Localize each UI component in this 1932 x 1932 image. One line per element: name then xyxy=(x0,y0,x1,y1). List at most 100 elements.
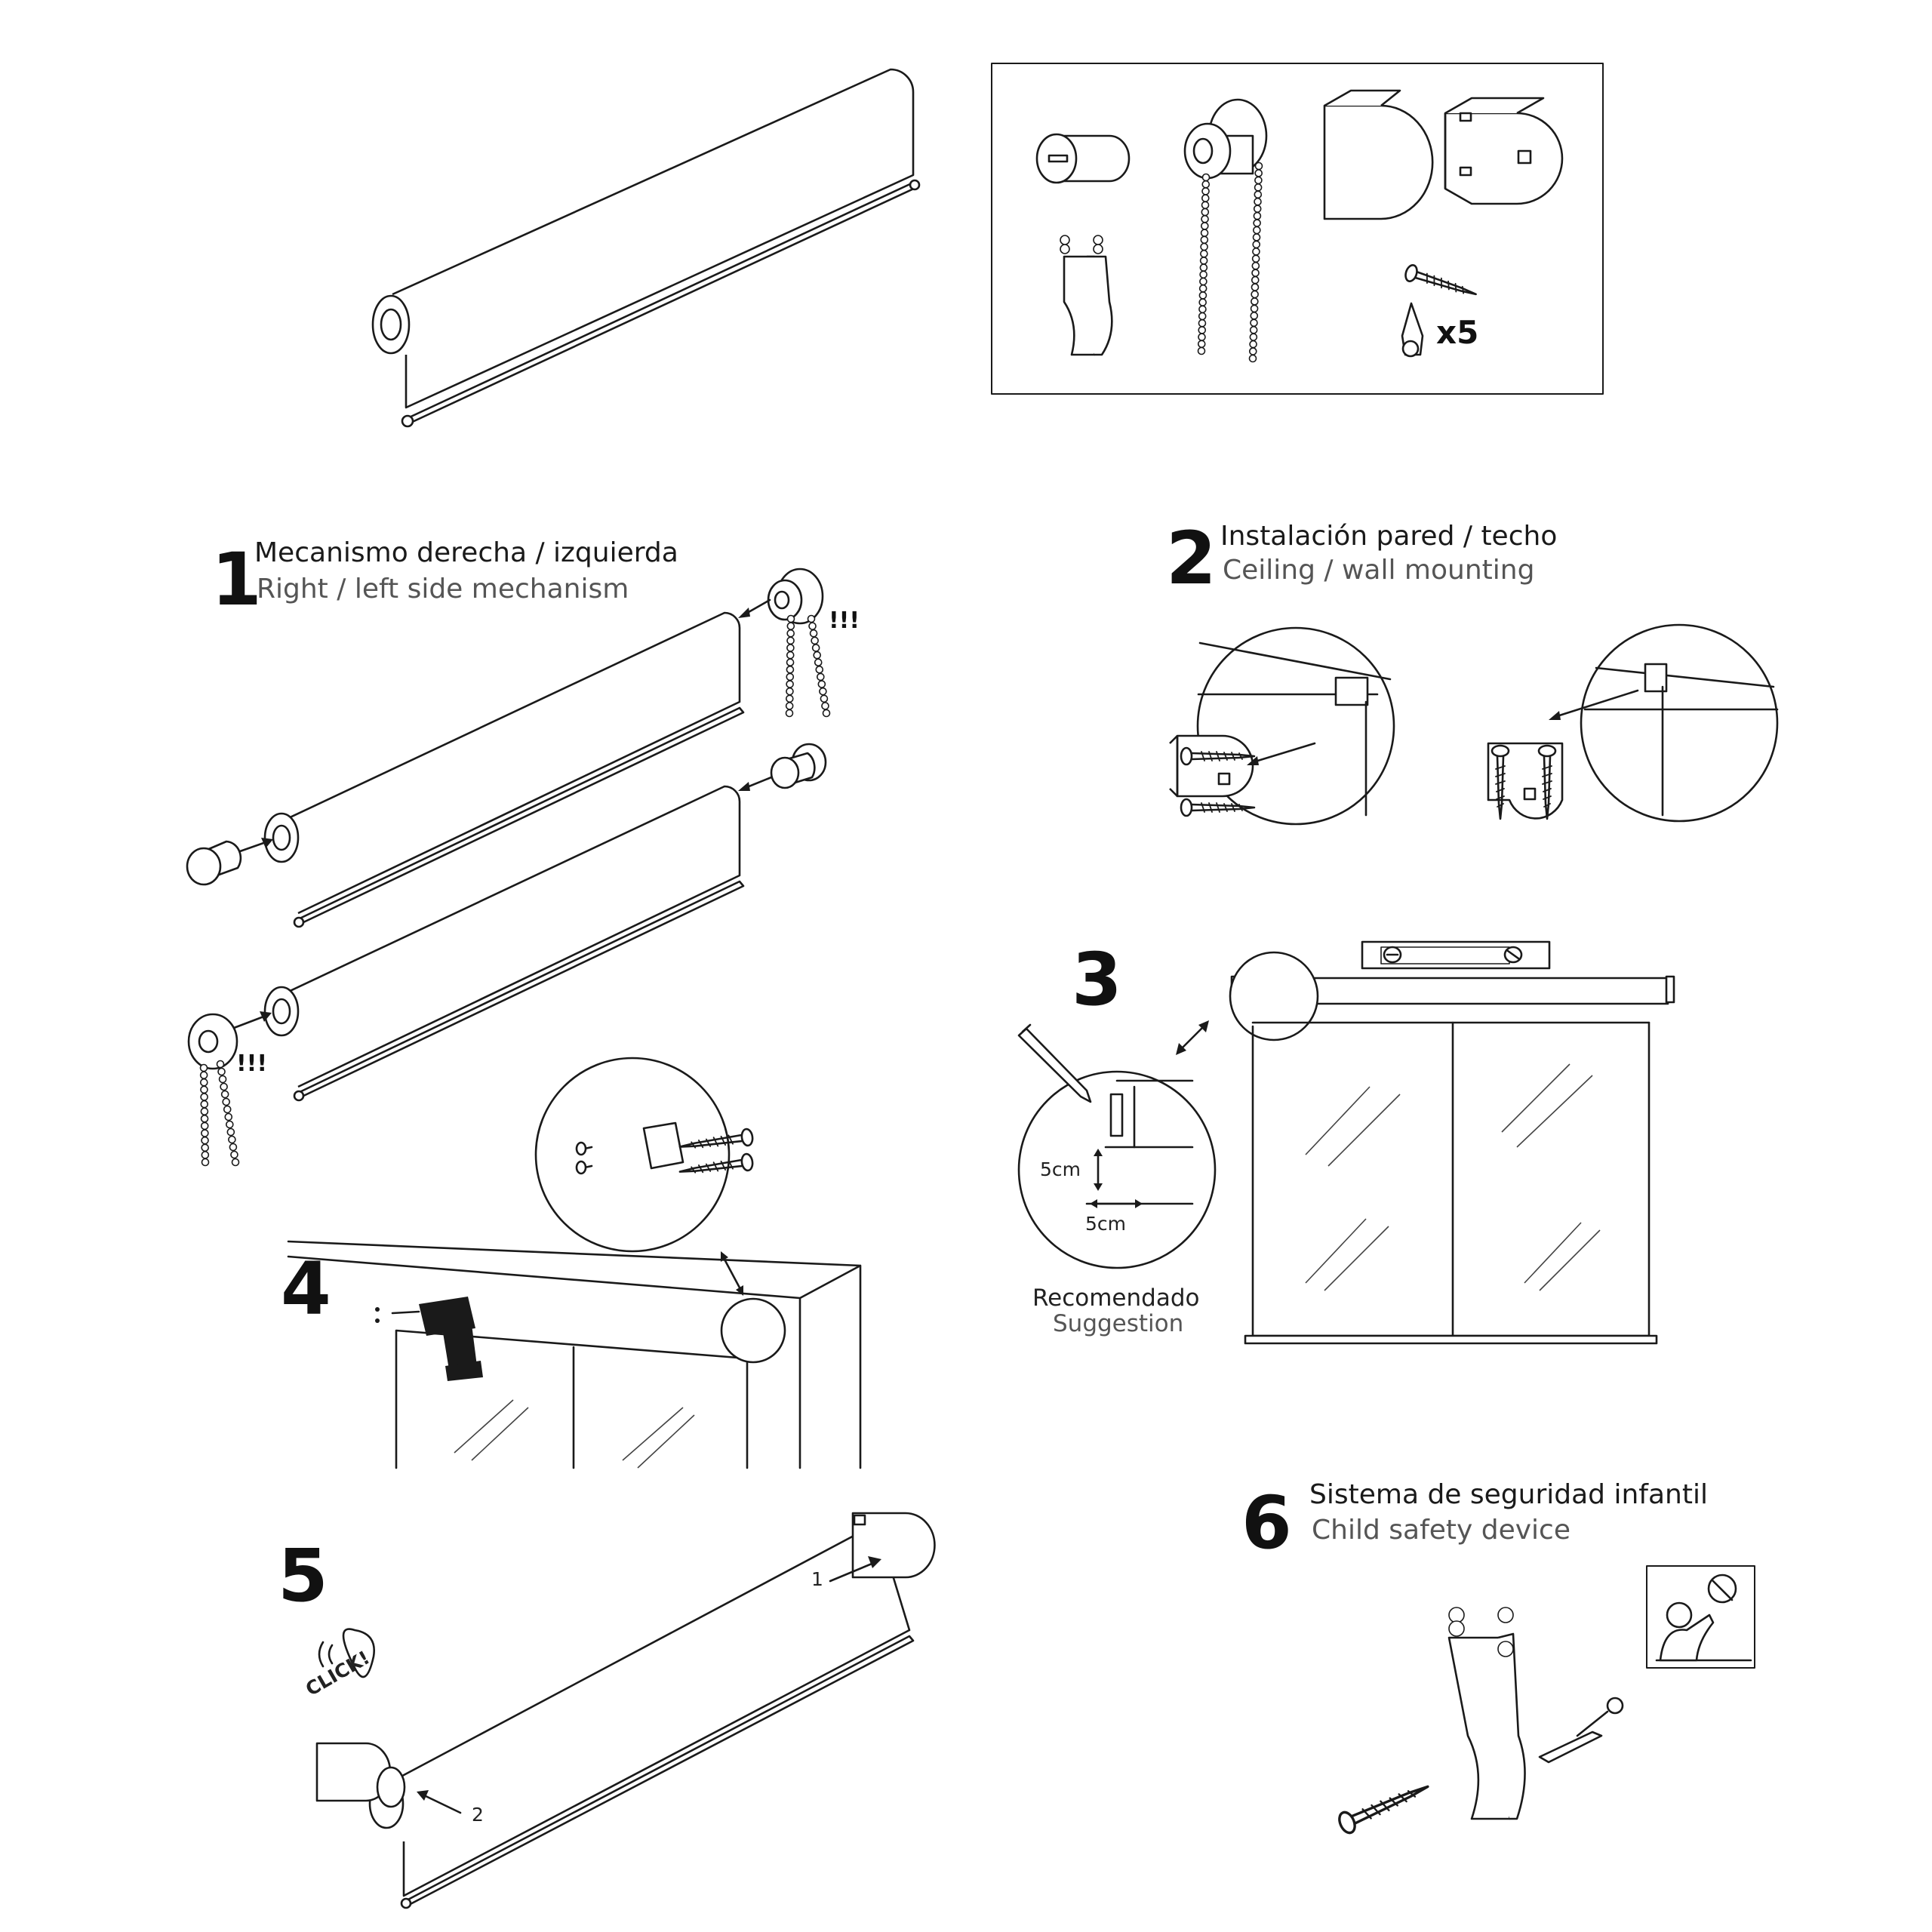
chain-bead xyxy=(822,709,831,718)
step-5-number: 5 xyxy=(278,1534,328,1618)
chain-bead xyxy=(1250,312,1259,320)
chain-bead xyxy=(226,1128,235,1137)
chain-bead xyxy=(1254,197,1262,206)
chain-bead xyxy=(809,629,818,638)
chain-bead xyxy=(200,1107,209,1115)
chain-bead xyxy=(819,687,827,696)
chain-bead xyxy=(1199,270,1208,279)
chain-bead xyxy=(1198,291,1208,300)
chain-bead xyxy=(786,680,794,688)
chain-bead xyxy=(786,651,795,660)
step-6-title-en: Child safety device xyxy=(1312,1515,1571,1546)
step-6-title-es: Sistema de seguridad infantil xyxy=(1309,1479,1708,1510)
chain-bead xyxy=(811,644,820,652)
chain-bead xyxy=(786,636,795,645)
chain-bead xyxy=(1200,235,1209,245)
chain-bead xyxy=(226,1120,234,1129)
chain-bead xyxy=(201,1136,209,1145)
chain-bead xyxy=(1250,318,1258,328)
screw-quantity-label: x5 xyxy=(1436,314,1479,351)
chain-bead xyxy=(1197,346,1206,355)
recommended-label: Recomendado xyxy=(1032,1284,1200,1312)
chain-bead xyxy=(228,1135,236,1144)
chain-bead xyxy=(229,1143,238,1152)
chain-bead xyxy=(815,666,824,674)
chain-bead xyxy=(1251,275,1260,285)
chain-bead xyxy=(224,1112,233,1121)
step-6-illustration xyxy=(1335,1565,1755,1837)
measure-horizontal-label: 5cm xyxy=(1085,1213,1127,1235)
roller-blind-overview xyxy=(371,68,921,428)
chain-bead xyxy=(811,636,819,645)
step-1-number: 1 xyxy=(211,537,262,622)
chain-bead xyxy=(220,1090,229,1099)
chain-bead xyxy=(821,702,829,710)
chain-bead xyxy=(786,622,795,630)
chain-bead xyxy=(200,1121,209,1131)
chain-bead xyxy=(1253,205,1262,213)
chain-bead xyxy=(786,687,794,696)
chain-bead xyxy=(201,1151,210,1159)
chain-bead xyxy=(786,629,795,638)
chain-bead xyxy=(1198,305,1207,314)
chain-bead xyxy=(1252,240,1261,249)
chain-bead xyxy=(1252,248,1260,256)
warning-mark-bottom: !!! xyxy=(236,1051,268,1077)
chain-bead xyxy=(785,702,794,710)
chain-bead xyxy=(1201,201,1210,210)
chain-bead xyxy=(786,614,795,623)
chain-bead xyxy=(786,694,794,703)
step-2-title-es: Instalación pared / techo xyxy=(1220,521,1558,552)
chain-bead xyxy=(1197,340,1206,349)
chain-bead xyxy=(1201,194,1210,202)
chain-bead xyxy=(1251,261,1260,270)
chain-bead xyxy=(1201,208,1210,217)
cover-bracket-part xyxy=(1323,89,1434,220)
chain-bead xyxy=(786,672,795,681)
chain-bead xyxy=(820,694,829,703)
chain-bead xyxy=(218,1075,227,1084)
step-3-number: 3 xyxy=(1072,937,1122,1022)
chain-bead xyxy=(1199,257,1208,265)
chain-bead xyxy=(1254,176,1263,185)
chain-bead xyxy=(1251,290,1259,299)
chain-bead xyxy=(1253,211,1262,220)
chain-bead xyxy=(200,1078,208,1087)
step-2-number: 2 xyxy=(1166,516,1217,601)
chain-bead xyxy=(1201,214,1209,223)
chain-bead xyxy=(1198,318,1207,328)
chain-bead xyxy=(786,666,795,674)
chain-bead xyxy=(1251,283,1260,291)
chain-bead xyxy=(1198,312,1207,321)
chain-bead xyxy=(220,1082,228,1091)
chain-bead xyxy=(1199,277,1208,286)
chain-bead xyxy=(817,672,825,681)
chain-bead xyxy=(1251,297,1259,306)
chain-bead xyxy=(808,622,817,630)
parts-box xyxy=(991,63,1604,395)
chain-bead xyxy=(231,1158,240,1167)
suggestion-label: Suggestion xyxy=(1053,1310,1184,1337)
chain-bead xyxy=(1201,180,1211,189)
l-bracket-part xyxy=(1444,97,1564,205)
step-5-illustration xyxy=(315,1512,936,1909)
chain-bead xyxy=(230,1150,238,1159)
chain-bead xyxy=(813,651,821,660)
step-1-title-es: Mecanismo derecha / izquierda xyxy=(254,537,678,568)
chain-bead xyxy=(201,1129,209,1137)
chain-bead xyxy=(785,709,794,718)
step-4-illustration xyxy=(287,1057,862,1469)
step-6-number: 6 xyxy=(1241,1481,1292,1565)
measure-vertical-label: 5cm xyxy=(1040,1158,1081,1180)
step-1-title-en: Right / left side mechanism xyxy=(257,574,629,605)
chain-bead xyxy=(1253,226,1261,235)
chain-bead xyxy=(1254,190,1263,199)
step-4-number: 4 xyxy=(281,1247,331,1331)
chain-bead xyxy=(1251,254,1260,263)
chain-bead xyxy=(200,1085,208,1094)
chain-bead xyxy=(1201,222,1209,230)
chain-bead xyxy=(1252,233,1261,242)
chain-bead xyxy=(1253,219,1261,227)
chain-bead xyxy=(200,1115,209,1123)
chain-bead xyxy=(200,1100,209,1109)
